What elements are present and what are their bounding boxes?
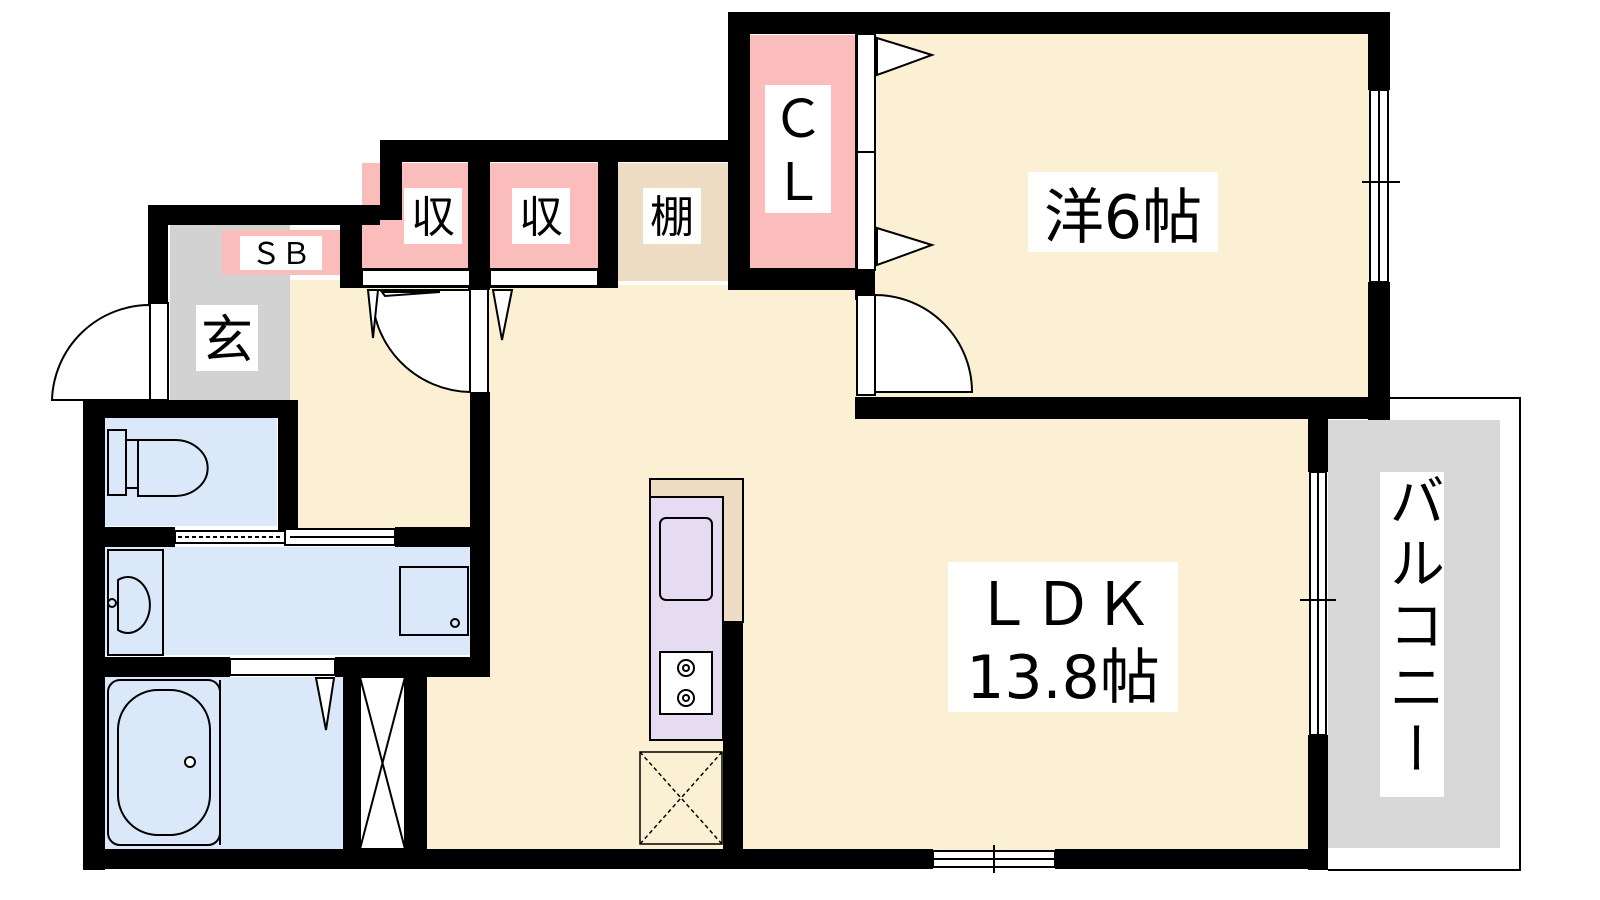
balcony-label: バルコニー xyxy=(1380,472,1445,782)
fridge-space xyxy=(639,751,723,845)
toilet xyxy=(107,429,209,497)
storage-under-cross xyxy=(359,676,406,850)
entrance-door-arc xyxy=(50,303,151,401)
entrance-door-leaf xyxy=(149,302,169,401)
bathtub xyxy=(107,679,221,846)
closet-label: Ｃ xyxy=(772,90,824,150)
storage-doors xyxy=(314,33,936,731)
western-room-door-arc xyxy=(874,293,974,393)
walls xyxy=(83,12,1390,870)
doors xyxy=(50,289,974,401)
shelf-label: 棚 xyxy=(650,192,694,243)
bath-door-slot xyxy=(229,658,336,676)
storage-1-label: 収 xyxy=(411,192,455,243)
shoe-box-label: ＳＢ xyxy=(251,237,311,272)
windows xyxy=(174,89,1389,868)
room-labels: 洋6帖 ＬＤＫ 13.8帖 Ｃ Ｌ 収 収 棚 ＳＢ 玄 バルコニー xyxy=(196,85,1445,797)
closet-label-2: Ｌ xyxy=(772,153,824,213)
ldk-size-label: 13.8帖 xyxy=(966,643,1160,713)
window-details xyxy=(178,90,1400,873)
balcony-rail xyxy=(1328,397,1521,871)
kitchen-counter xyxy=(649,478,744,741)
western-room-label: 洋6帖 xyxy=(1044,183,1202,253)
washing-machine xyxy=(399,566,469,636)
storage-2-label: 収 xyxy=(519,192,563,243)
ldk-label: ＬＤＫ xyxy=(973,570,1153,640)
ldk-floor-lower xyxy=(425,675,495,863)
entrance-label: 玄 xyxy=(201,311,253,371)
washbasin xyxy=(107,549,164,656)
